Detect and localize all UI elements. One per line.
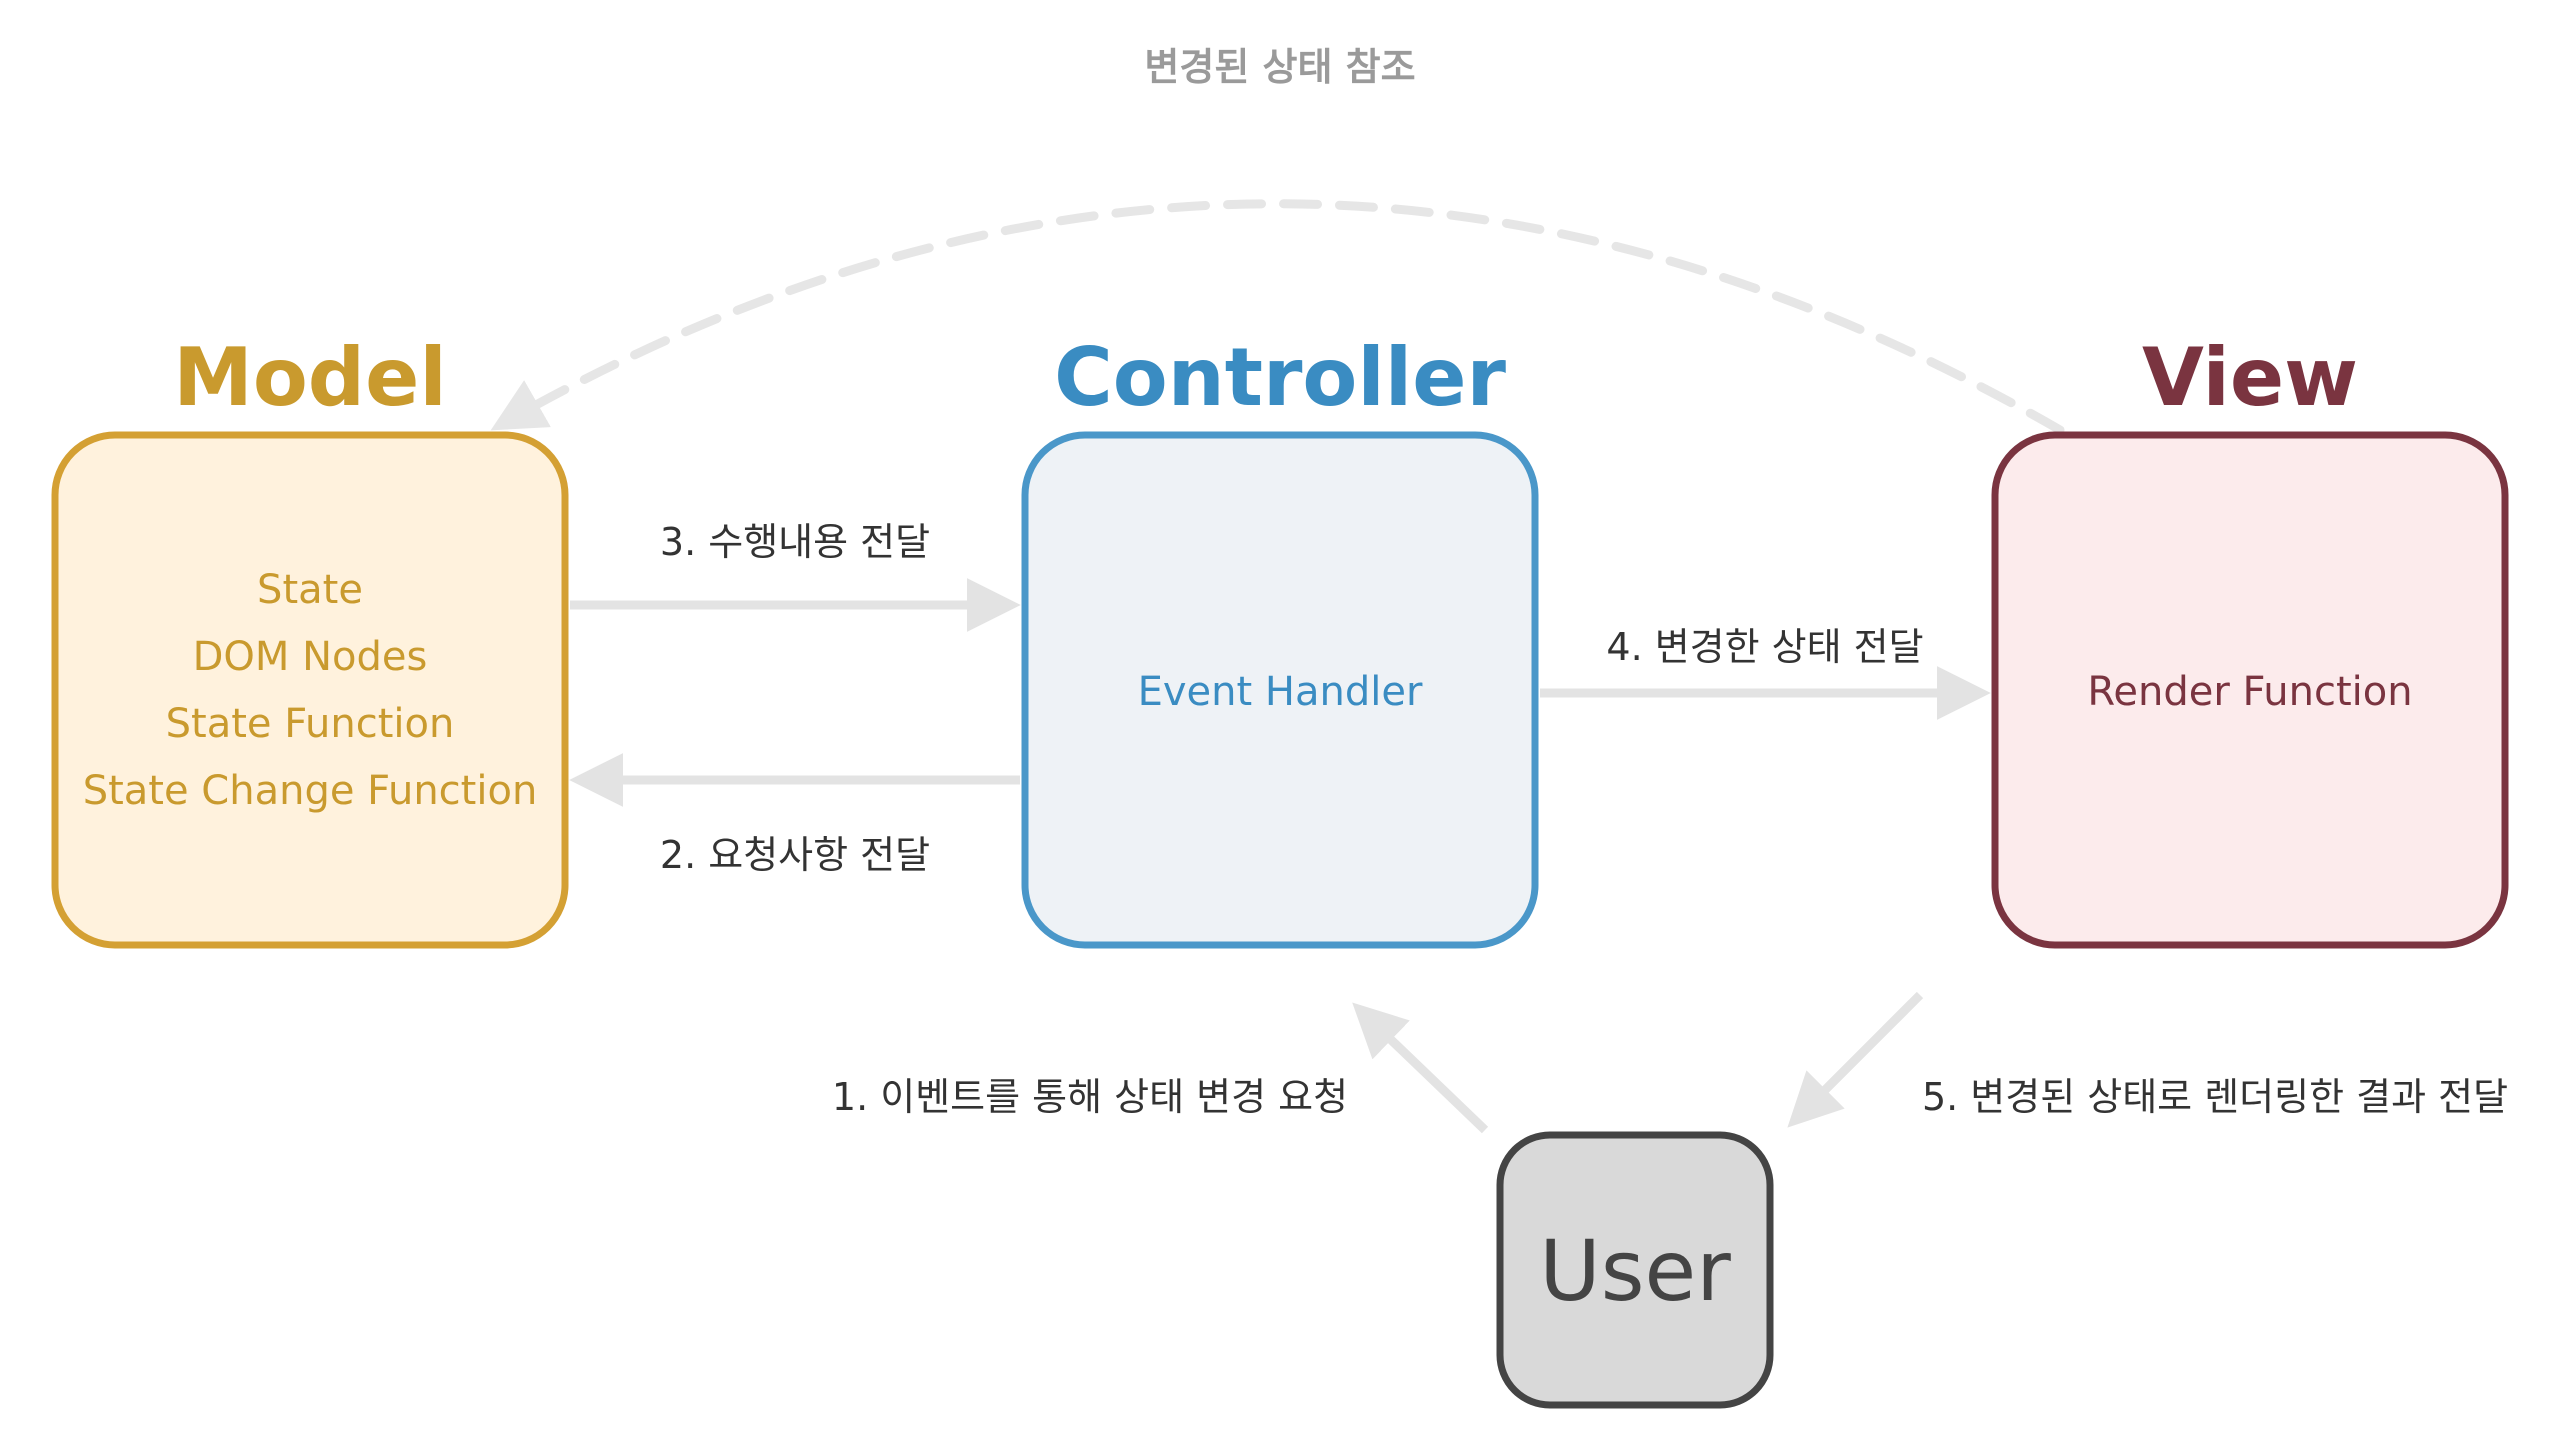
- model-item-dom-nodes: DOM Nodes: [193, 634, 428, 680]
- arrow-step1-label: 1. 이벤트를 통해 상태 변경 요청: [832, 1075, 1348, 1119]
- model-box: [51, 431, 569, 949]
- user-box: [1496, 1131, 1774, 1409]
- view-title: View: [2142, 331, 2358, 424]
- dashed-reference-arrow: [490, 199, 2065, 435]
- user-label: User: [1539, 1222, 1731, 1320]
- model-item-state-change-function: State Change Function: [83, 768, 538, 814]
- view-box: [1991, 431, 2509, 949]
- controller-box: [1021, 431, 1539, 949]
- model-title: Model: [173, 331, 447, 424]
- arrow-step2-label: 2. 요청사항 전달: [660, 833, 930, 877]
- top-label: 변경된 상태 참조: [1144, 45, 1415, 89]
- model-item-state-function: State Function: [166, 701, 455, 747]
- view-item-render-function: Render Function: [2087, 669, 2412, 715]
- arrow-step5: [1787, 991, 1924, 1128]
- model-item-state: State: [257, 567, 363, 613]
- controller-title: Controller: [1054, 331, 1506, 424]
- arrow-step5-label: 5. 변경된 상태로 렌더링한 결과 전달: [1922, 1075, 2508, 1119]
- arrow-step4-label: 4. 변경한 상태 전달: [1606, 625, 1923, 669]
- arrow-step1: [1352, 1002, 1489, 1134]
- controller-item-event-handler: Event Handler: [1138, 669, 1423, 715]
- arrow-step3-label: 3. 수행내용 전달: [660, 520, 930, 564]
